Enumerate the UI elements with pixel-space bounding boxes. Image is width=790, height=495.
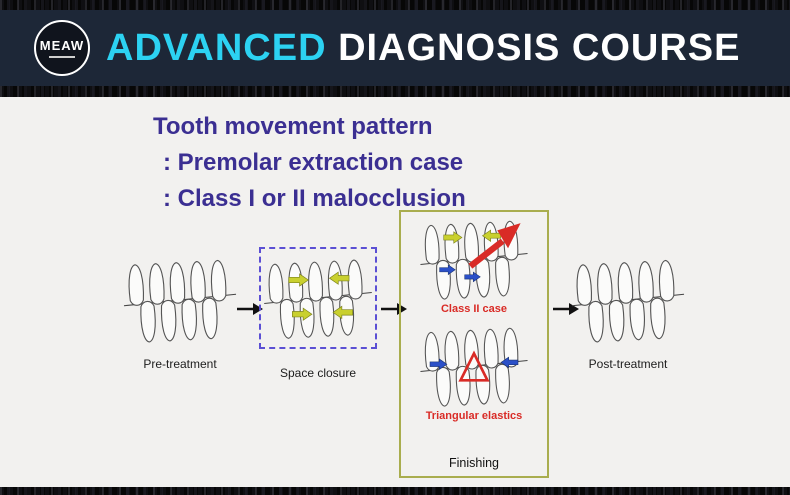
- post-treatment-teeth-illustration: [571, 259, 685, 344]
- pre-treatment-label: Pre-treatment: [143, 357, 217, 371]
- space-closure-label: Space closure: [279, 366, 357, 380]
- red-class2-arrow: [468, 223, 521, 269]
- slide-title: Tooth movement pattern : Premolar extrac…: [153, 109, 466, 217]
- red-triangle-elastic: [458, 350, 490, 382]
- meaw-logo: MEAW: [34, 20, 90, 76]
- slide-title-line-2: : Premolar extraction case: [163, 149, 464, 176]
- course-title: ADVANCED DIAGNOSIS COURSE: [106, 27, 740, 70]
- flow-arrow-icon: [553, 303, 579, 315]
- post-treatment-label: Post-treatment: [588, 357, 668, 371]
- course-title-rest: DIAGNOSIS COURSE: [338, 26, 741, 69]
- triangular-elastics-label: Triangular elastics: [425, 410, 523, 422]
- course-title-accent: ADVANCED: [106, 26, 327, 69]
- triangular-elastics-teeth-illustration: [417, 326, 531, 408]
- video-noise-strip-top: [0, 0, 790, 10]
- pre-treatment-teeth-illustration: [123, 259, 237, 344]
- meaw-logo-rule: [49, 56, 75, 58]
- class-2-case-label: Class II case: [440, 303, 508, 315]
- slide-title-line-3: : Class I or II malocclusion: [163, 185, 466, 212]
- slide: Tooth movement pattern : Premolar extrac…: [0, 97, 790, 487]
- header-bar: MEAW ADVANCED DIAGNOSIS COURSE: [0, 10, 790, 86]
- slide-title-line-1: Tooth movement pattern: [153, 113, 433, 140]
- video-noise-strip-mid: [0, 86, 790, 97]
- meaw-logo-text: MEAW: [39, 38, 85, 53]
- video-noise-strip-bottom: [0, 487, 790, 495]
- flow-arrow-icon: [237, 303, 263, 315]
- space-closure-teeth-illustration: [264, 258, 372, 341]
- stage-post-treatment: Post-treatment: [566, 255, 690, 371]
- space-closure-dashed-box: [259, 247, 377, 349]
- stage-pre-treatment: Pre-treatment: [118, 255, 242, 371]
- class-2-case-teeth-illustration: [417, 219, 531, 301]
- stage-space-closure: Space closure: [256, 247, 380, 380]
- finishing-label: Finishing: [448, 456, 500, 470]
- finishing-box: Class II case Triangular elastics Finish…: [399, 210, 549, 478]
